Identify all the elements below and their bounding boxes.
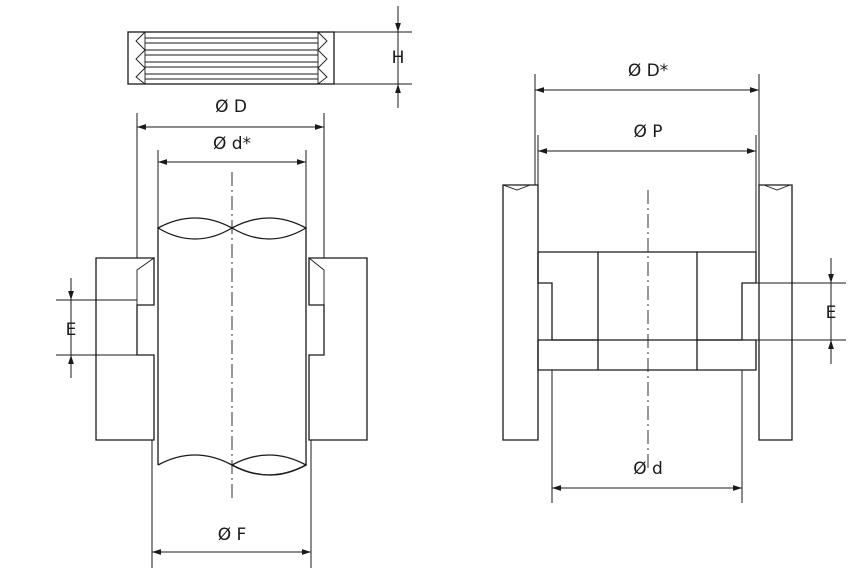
bore-wall-left	[502, 184, 539, 441]
dimension-f	[151, 440, 312, 568]
seal-grooves	[145, 37, 318, 80]
bore-seal	[537, 251, 757, 371]
dimension-e-right	[756, 258, 846, 364]
label-h: H	[392, 48, 405, 68]
dimension-d-outer	[136, 113, 325, 258]
label-p: Ø P	[633, 122, 662, 142]
bore-wall-right	[758, 184, 793, 441]
label-e-right: E	[826, 303, 837, 323]
dimension-h	[334, 6, 412, 108]
dimension-e-left	[56, 278, 137, 378]
seal-profile	[127, 31, 335, 85]
dimension-d-inner	[551, 370, 743, 503]
label-f: Ø F	[218, 525, 247, 545]
dimension-d-star-bore	[534, 74, 760, 185]
label-d-star-bore: Ø D*	[628, 61, 668, 81]
housing-right	[308, 257, 368, 441]
housing-left	[95, 257, 155, 441]
dimension-p	[537, 135, 757, 252]
label-d-star: Ø d*	[213, 134, 251, 154]
label-e-left: E	[66, 320, 77, 340]
label-d-inner: Ø d	[633, 459, 663, 479]
label-d-outer: Ø D	[215, 97, 247, 117]
dimension-d-star	[157, 150, 307, 232]
